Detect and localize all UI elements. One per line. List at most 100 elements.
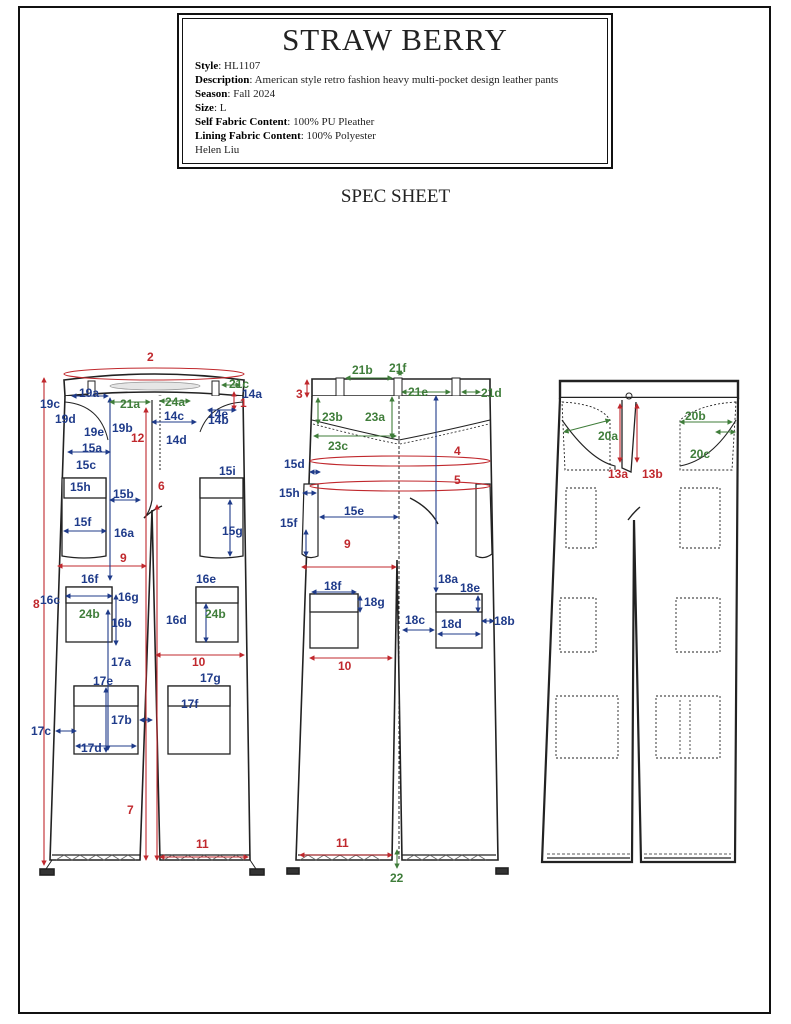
size-value: : L bbox=[213, 102, 227, 114]
front-label-17e: 17e bbox=[93, 674, 113, 688]
front-label-17g: 17g bbox=[200, 671, 221, 685]
front-label-24a: 24a bbox=[165, 395, 185, 409]
description-label: Description bbox=[195, 74, 250, 86]
lining-waistband bbox=[558, 379, 740, 400]
season-line: Season: Fall 2024 bbox=[195, 87, 595, 101]
back-label-4: 4 bbox=[454, 444, 461, 458]
self-fabric-line: Self Fabric Content: 100% PU Pleather bbox=[195, 115, 595, 129]
description-value: : American style retro fashion heavy mul… bbox=[249, 74, 559, 86]
front-label-17d: 17d bbox=[81, 741, 102, 755]
front-label-10: 10 bbox=[192, 655, 206, 669]
back-label-18a: 18a bbox=[438, 572, 458, 586]
front-label-15a: 15a bbox=[82, 441, 102, 455]
back-label-18b: 18b bbox=[494, 614, 515, 628]
back-label-15d: 15d bbox=[284, 457, 305, 471]
front-label-19c: 19c bbox=[40, 397, 60, 411]
front-view-labels: 1 2 6 7 8 9 10 11 12 14a 14b 14c 14d 14e… bbox=[31, 350, 262, 851]
self-fabric-label: Self Fabric Content bbox=[195, 116, 288, 128]
brand-name: STRAW BERRY bbox=[282, 22, 508, 57]
designer-name: Helen Liu bbox=[195, 144, 240, 156]
lining-label-13b: 13b bbox=[642, 467, 663, 481]
lining-label-20a: 20a bbox=[598, 429, 618, 443]
front-label-21a: 21a bbox=[120, 397, 140, 411]
back-label-23c: 23c bbox=[328, 439, 348, 453]
back-label-21e: 21e bbox=[408, 385, 428, 399]
front-dimension-lines bbox=[41, 367, 249, 866]
back-label-10: 10 bbox=[338, 659, 352, 673]
front-label-11: 11 bbox=[196, 837, 209, 851]
style-label: Style bbox=[195, 60, 219, 72]
front-view bbox=[39, 373, 265, 876]
front-label-24b-left: 24b bbox=[79, 607, 100, 621]
front-label-6: 6 bbox=[158, 479, 165, 493]
front-label-19d: 19d bbox=[55, 412, 76, 426]
front-label-17f: 17f bbox=[181, 697, 199, 711]
back-label-18c: 18c bbox=[405, 613, 425, 627]
title-block: STRAW BERRY Style: HL1107 Description: A… bbox=[177, 13, 613, 169]
spec-sheet-title: SPEC SHEET bbox=[340, 186, 451, 207]
style-line: Style: HL1107 bbox=[195, 59, 595, 73]
back-label-18f: 18f bbox=[324, 579, 342, 593]
back-label-15f: 15f bbox=[280, 516, 298, 530]
back-label-11: 11 bbox=[336, 836, 349, 850]
lining-view bbox=[540, 379, 740, 864]
back-view-labels: 3 4 5 9 10 11 15d 15e 15f 15h 18a 18b 18… bbox=[279, 361, 515, 885]
back-label-22: 22 bbox=[390, 871, 404, 885]
front-label-21c: 21c bbox=[229, 377, 249, 391]
back-label-3: 3 bbox=[296, 387, 303, 401]
back-label-15e: 15e bbox=[344, 504, 364, 518]
front-label-14c: 14c bbox=[164, 409, 184, 423]
back-label-9: 9 bbox=[344, 537, 351, 551]
back-label-21b: 21b bbox=[352, 363, 373, 377]
front-label-15i: 15i bbox=[219, 464, 236, 478]
front-label-16e: 16e bbox=[196, 572, 216, 586]
season-label: Season bbox=[195, 88, 228, 100]
front-label-16f: 16f bbox=[81, 572, 99, 586]
size-label: Size bbox=[195, 102, 214, 114]
lining-fabric-label: Lining Fabric Content bbox=[195, 130, 301, 142]
front-label-16a: 16a bbox=[114, 526, 134, 540]
back-dimension-lines bbox=[299, 370, 495, 869]
front-label-16g: 16g bbox=[118, 590, 139, 604]
front-label-14a: 14a bbox=[242, 387, 262, 401]
back-leg-outline bbox=[295, 395, 499, 861]
front-label-17a: 17a bbox=[111, 655, 131, 669]
front-label-14b: 14b bbox=[208, 413, 229, 427]
back-label-15h: 15h bbox=[279, 486, 300, 500]
front-label-15h: 15h bbox=[70, 480, 91, 494]
lining-fabric-line: Lining Fabric Content: 100% Polyester bbox=[195, 129, 595, 143]
back-label-21f: 21f bbox=[389, 361, 407, 375]
front-label-16d: 16d bbox=[166, 613, 187, 627]
season-value: : Fall 2024 bbox=[227, 88, 276, 100]
front-label-19b: 19b bbox=[112, 421, 133, 435]
front-label-16b: 16b bbox=[111, 616, 132, 630]
back-label-18d: 18d bbox=[441, 617, 462, 631]
back-label-5: 5 bbox=[454, 473, 461, 487]
style-value: : HL1107 bbox=[218, 60, 261, 72]
front-label-7: 7 bbox=[127, 803, 134, 817]
front-label-24b-right: 24b bbox=[205, 607, 226, 621]
back-label-23b: 23b bbox=[322, 410, 343, 424]
front-label-17c: 17c bbox=[31, 724, 51, 738]
front-label-19e: 19e bbox=[84, 425, 104, 439]
front-label-15g: 15g bbox=[222, 524, 243, 538]
back-label-23a: 23a bbox=[365, 410, 385, 424]
lining-view-labels: 13a 13b 20a 20b 20c bbox=[598, 409, 710, 481]
back-label-18e: 18e bbox=[460, 581, 480, 595]
lining-label-20c: 20c bbox=[690, 447, 710, 461]
title-block-inner: STRAW BERRY Style: HL1107 Description: A… bbox=[182, 18, 608, 164]
lining-leg-outline bbox=[540, 397, 740, 864]
front-label-14e: 14e bbox=[208, 407, 228, 421]
description-line: Description: American style retro fashio… bbox=[195, 73, 595, 87]
lining-label-13a: 13a bbox=[608, 467, 628, 481]
lining-label-20b: 20b bbox=[685, 409, 706, 423]
front-label-15b: 15b bbox=[113, 487, 134, 501]
size-line: Size: L bbox=[195, 101, 595, 115]
front-label-8: 8 bbox=[33, 597, 40, 611]
front-label-12: 12 bbox=[131, 431, 145, 445]
front-label-1: 1 bbox=[240, 396, 247, 410]
front-label-2: 2 bbox=[147, 350, 154, 364]
lining-dimension-lines bbox=[563, 403, 736, 463]
back-view bbox=[286, 377, 509, 875]
